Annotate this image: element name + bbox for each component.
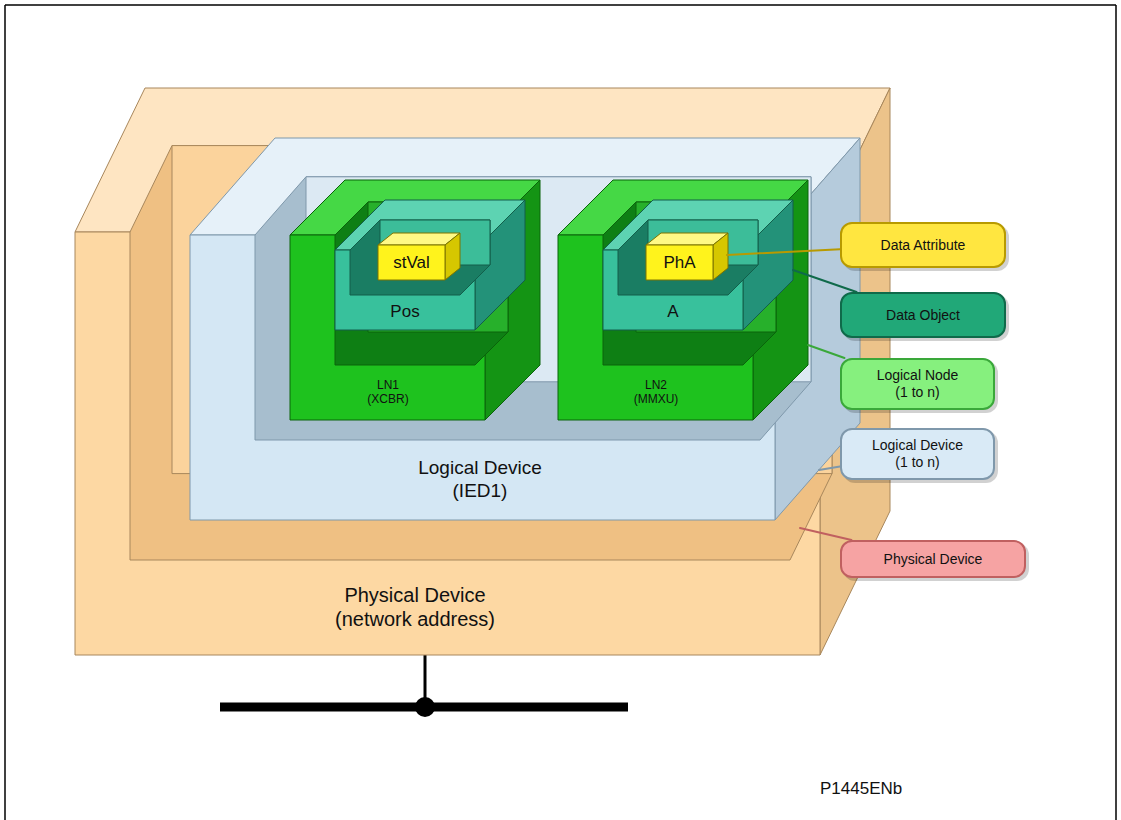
text-holder: Logical Device (IED1) — [405, 457, 555, 503]
callout-text: Data Attribute — [848, 237, 998, 254]
callout-bubble: Physical Device — [840, 540, 1026, 578]
text-holder: Physical Device (network address) — [315, 583, 515, 631]
text-holder: stVal — [380, 252, 444, 272]
text-holder: P1445ENb — [820, 779, 902, 799]
callout-text: Physical Device — [848, 551, 1018, 568]
callout-text: Data Object — [848, 307, 998, 324]
logical-node-box: LN2 (MMXU) A PhA — [558, 180, 808, 420]
callout-pointer — [727, 249, 840, 255]
callout-pointer — [808, 345, 845, 358]
box-label: Pos — [365, 302, 445, 322]
data-object-box: A PhA — [603, 200, 793, 330]
callout-bubble: Data Attribute — [840, 222, 1006, 268]
callout-bubble: Data Object — [840, 292, 1006, 338]
data-attribute-box: PhA — [646, 233, 728, 280]
callout-bubble: Logical Device (1 to n) — [840, 428, 995, 480]
text-holder: A — [633, 302, 713, 322]
box-label: stVal — [380, 252, 444, 272]
callout-text: Logical Node (1 to n) — [872, 367, 964, 401]
side-face — [713, 233, 728, 280]
frame-line — [5, 4, 1116, 6]
box-label: Physical Device (network address) — [315, 583, 515, 631]
box-label: LN1 (XCBR) — [357, 378, 419, 407]
callout-pointer — [793, 270, 857, 292]
side-face — [445, 233, 460, 280]
recess — [350, 220, 490, 295]
box-label: A — [633, 302, 713, 322]
text-holder: LN2 (MMXU) — [625, 378, 687, 407]
callout-pointer — [819, 467, 840, 470]
frame-line — [4, 5, 6, 820]
callout-text: Logical Device (1 to n) — [868, 437, 968, 471]
network-tap — [415, 697, 435, 717]
box-label: LN2 (MMXU) — [625, 378, 687, 407]
text-holder: PhA — [648, 252, 712, 272]
text-holder: Pos — [365, 302, 445, 322]
data-attribute-box: stVal — [378, 233, 460, 280]
frame-line — [1115, 5, 1117, 820]
front-face — [378, 245, 445, 280]
callout-bubble: Logical Node (1 to n) — [840, 358, 995, 410]
physical-device-box: Physical Device (network address) Logical… — [75, 88, 890, 655]
text-holder: LN1 (XCBR) — [357, 378, 419, 407]
logical-node-box: LN1 (XCBR) Pos stVal — [290, 180, 540, 420]
recess — [255, 177, 811, 440]
callout-pointer — [800, 528, 851, 540]
box-label: PhA — [648, 252, 712, 272]
front-face — [646, 245, 713, 280]
recess — [618, 220, 758, 295]
figure-code: P1445ENb — [820, 779, 902, 799]
logical-device-box: Logical Device (IED1)LN1 (XCBR)PosstValL… — [190, 138, 860, 520]
box-label: Logical Device (IED1) — [405, 457, 555, 503]
data-object-box: Pos stVal — [335, 200, 525, 330]
